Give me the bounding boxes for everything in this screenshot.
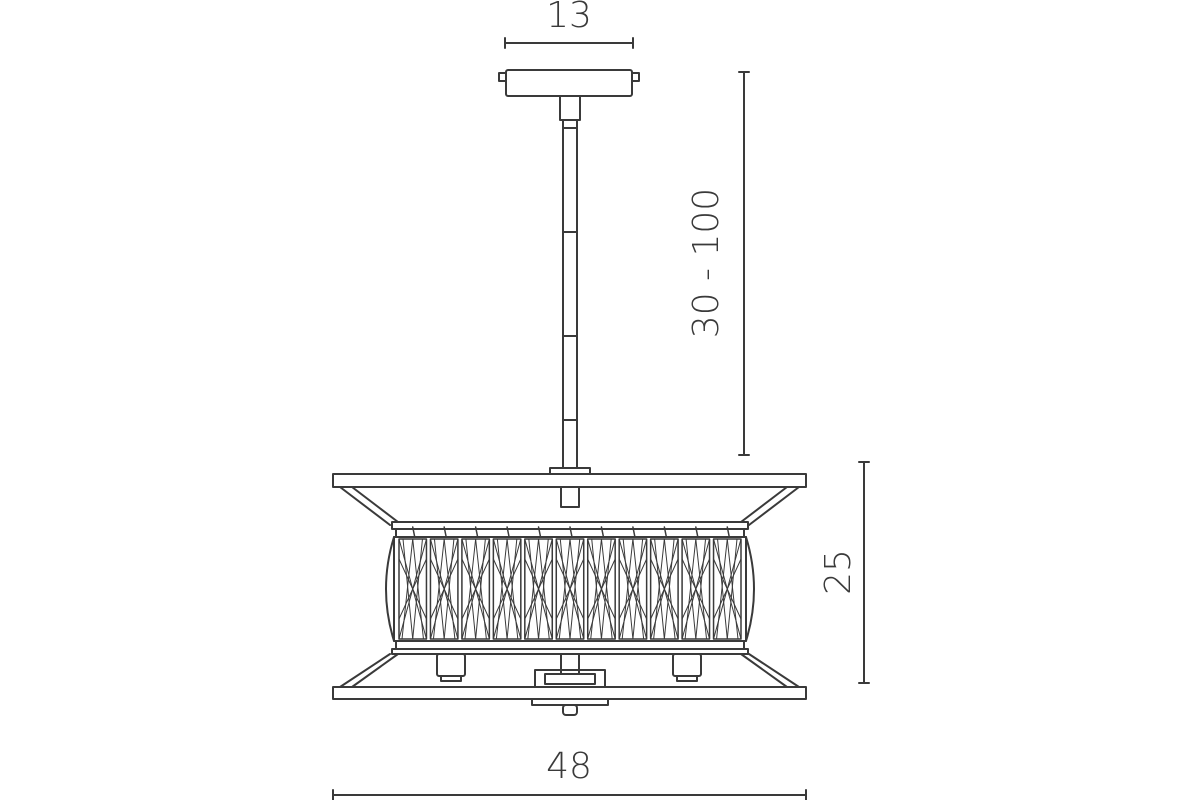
dim-top-width: 13 [504, 0, 634, 49]
crystal-band [385, 526, 755, 642]
dim-drop-range: 30 - 100 [686, 71, 750, 456]
dim-top-width-label: 13 [546, 0, 592, 36]
upper-frame [339, 486, 800, 538]
crystal-hook [506, 526, 510, 538]
top-plate [332, 473, 807, 508]
crystal-panel [524, 538, 554, 640]
dim-body-height-label: 25 [818, 549, 859, 595]
dim-overall-width-label: 48 [546, 746, 592, 787]
crystal-hook [663, 526, 668, 538]
dim-body-height: 25 [818, 461, 870, 684]
dim-drop-range-label: 30 - 100 [686, 188, 727, 338]
crystal-panel [429, 538, 459, 640]
crystal-hook [474, 526, 479, 538]
crystal-panel [649, 538, 679, 640]
crystal-panel [555, 538, 585, 640]
crystal-hook [537, 526, 542, 538]
crystal-hook [569, 526, 573, 538]
bottom-plate [332, 669, 807, 716]
crystal-hook [726, 526, 731, 538]
crystal-panel [492, 538, 522, 640]
crystal-panel [398, 538, 428, 640]
crystal-hook [695, 526, 699, 538]
crystal-panel [681, 538, 711, 640]
crystal-hook [632, 526, 636, 538]
crystal-panel [618, 538, 648, 640]
lower-frame [339, 640, 800, 688]
crystal-hook [443, 526, 447, 538]
dim-overall-width: 48 [332, 746, 807, 800]
crystal-hook [411, 526, 416, 538]
lamp-holders [436, 653, 702, 685]
crystal-hook [600, 526, 605, 538]
crystal-panel [712, 538, 742, 640]
crystal-panel [461, 538, 491, 640]
ceiling-canopy [498, 69, 640, 129]
suspension-rod [549, 127, 591, 475]
crystal-panel [586, 538, 616, 640]
